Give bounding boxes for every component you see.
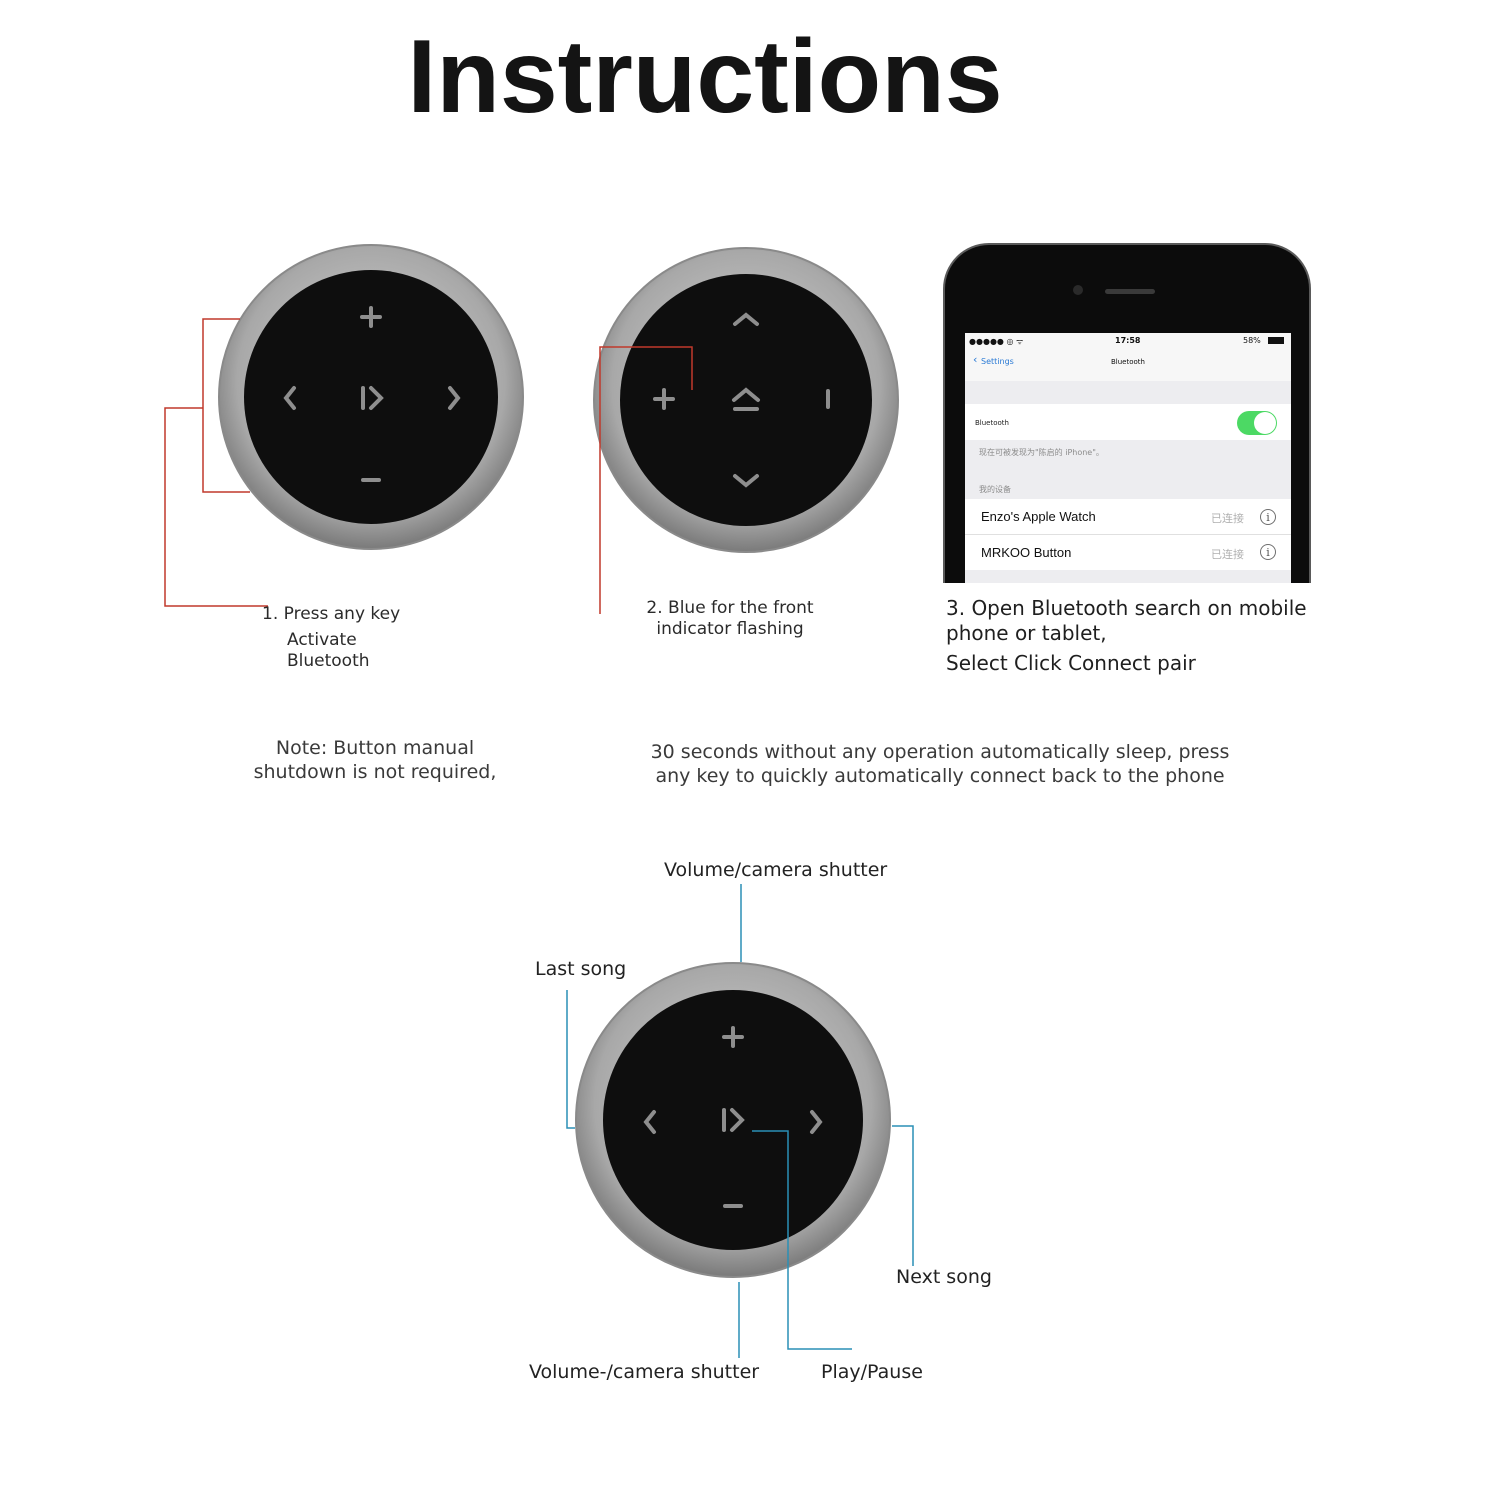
play-pause-icon [361, 386, 384, 410]
status-battery: 58% [1243, 336, 1261, 345]
back-chevron-icon[interactable]: ‹ [973, 353, 978, 366]
step3-text: 3. Open Bluetooth search on mobile phone… [946, 596, 1307, 645]
signal-icon: ●●●●● ◎ ᯤ [969, 337, 1024, 346]
device-name: MRKOO Button [981, 545, 1072, 560]
plus-icon [722, 1026, 744, 1048]
chevron-up-icon [733, 312, 759, 326]
back-button[interactable]: Settings [981, 357, 1014, 366]
red-connectors [164, 318, 693, 614]
phone-mockup: ●●●●● ◎ ᯤ 17:58 58% ‹ Settings Bluetooth… [943, 243, 1311, 583]
home-icon [732, 387, 760, 411]
media-button-1 [218, 244, 524, 550]
callout-volume-down: Volume-/camera shutter [529, 1361, 760, 1383]
plus-icon [360, 306, 382, 328]
step3-subtext: Select Click Connect pair [946, 651, 1196, 675]
screen-title: Bluetooth [1111, 358, 1145, 366]
speaker-grille [1105, 289, 1155, 294]
status-time: 17:58 [1115, 336, 1141, 345]
my-devices-header: 我的设备 [979, 485, 1011, 494]
chevron-right-icon [810, 1110, 823, 1134]
info-icon[interactable]: i [1260, 544, 1276, 560]
device-name: Enzo's Apple Watch [981, 509, 1096, 524]
callout-play-pause: Play/Pause [821, 1361, 923, 1383]
toggle-knob [1254, 412, 1276, 434]
callout-last-song: Last song [535, 958, 627, 980]
camera-icon [1073, 285, 1083, 295]
chevron-down-icon [733, 474, 759, 488]
callout-volume-up: Volume/camera shutter [664, 859, 888, 881]
bluetooth-row [965, 404, 1291, 440]
media-button-2 [593, 247, 899, 553]
device-state: 已连接 [1211, 512, 1244, 525]
blue-connectors [566, 884, 914, 1358]
media-button-3 [575, 962, 891, 1278]
bluetooth-toggle[interactable] [1237, 411, 1277, 435]
callout-next-song: Next song [896, 1266, 992, 1288]
phone-screen: ●●●●● ◎ ᯤ 17:58 58% ‹ Settings Bluetooth… [965, 333, 1291, 583]
device-state: 已连接 [1211, 548, 1244, 561]
plus-icon [653, 388, 675, 410]
note-sleep: 30 seconds without any operation automat… [650, 741, 1230, 787]
chevron-left-icon [643, 1110, 656, 1134]
discoverable-text: 现在可被发现为"陈启的 iPhone"。 [979, 448, 1104, 457]
device-row[interactable] [965, 535, 1291, 570]
device-row[interactable] [965, 499, 1291, 535]
step2-text: 2. Blue for the front indicator flashing [646, 598, 814, 639]
page-title: Instructions [407, 19, 1003, 135]
step1-text: 1. Press any key [262, 604, 401, 624]
step1-subtext: Activate Bluetooth [287, 630, 370, 671]
play-pause-icon [722, 1108, 745, 1132]
chevron-left-icon [283, 386, 296, 410]
battery-icon [1268, 337, 1284, 344]
info-icon[interactable]: i [1260, 509, 1276, 525]
note-shutdown: Note: Button manual shutdown is not requ… [253, 737, 497, 783]
chevron-right-icon [448, 386, 461, 410]
bluetooth-label: Bluetooth [975, 419, 1009, 427]
